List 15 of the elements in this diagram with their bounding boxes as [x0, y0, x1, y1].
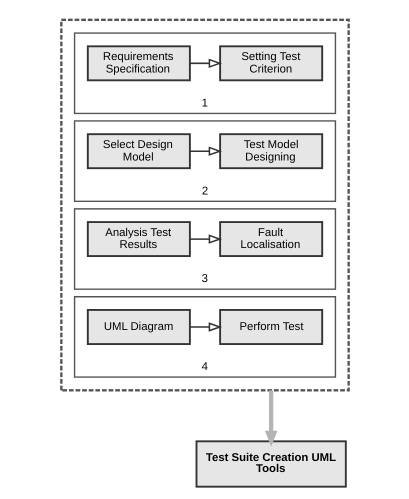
arrow	[264, 390, 277, 447]
arrow	[190, 322, 222, 332]
arrow	[190, 146, 222, 156]
node-box: Select Design Model	[86, 133, 190, 170]
node-box: Test Model Designing	[218, 133, 323, 170]
node-box: Perform Test	[218, 309, 323, 345]
arrow	[190, 58, 222, 68]
node-box: UML Diagram	[86, 309, 190, 345]
arrow	[190, 234, 222, 244]
node-box: Fault Localisation	[218, 221, 323, 258]
cluster	[60, 18, 350, 392]
node-box: Analysis Test Results	[86, 221, 190, 258]
node-box: Test Suite Creation UML Tools	[195, 440, 346, 488]
node-box: Setting Test Criterion	[218, 45, 323, 82]
node-box: Requirements Specification	[86, 45, 190, 82]
